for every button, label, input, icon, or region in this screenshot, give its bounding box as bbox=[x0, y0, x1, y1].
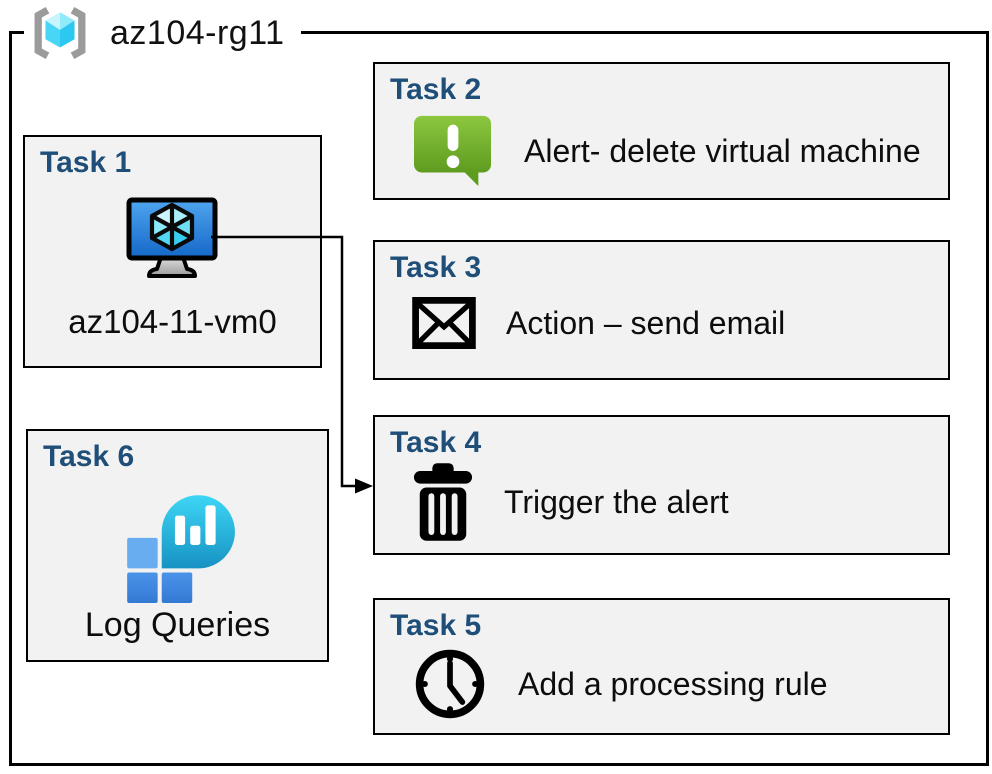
task4-title: Task 4 bbox=[390, 426, 482, 459]
task6-box: Task 6 Log Queries bbox=[26, 429, 329, 662]
task6-label: Log Queries bbox=[84, 606, 271, 644]
task3-box: Task 3 Action – send email bbox=[373, 240, 950, 380]
resource-group-icon bbox=[26, 6, 94, 60]
task6-title: Task 6 bbox=[43, 440, 135, 473]
task2-title: Task 2 bbox=[390, 73, 482, 106]
alert-message-icon bbox=[412, 112, 494, 190]
task5-title: Task 5 bbox=[390, 609, 482, 642]
task3-label: Action – send email bbox=[506, 304, 786, 341]
virtual-machine-icon bbox=[125, 196, 221, 286]
task2-label: Alert- delete virtual machine bbox=[524, 132, 921, 169]
clock-icon bbox=[412, 645, 488, 723]
task1-box: Task 1 bbox=[23, 135, 322, 368]
task4-label: Trigger the alert bbox=[504, 483, 729, 520]
task1-label: az104-11-vm0 bbox=[68, 303, 277, 340]
task3-title: Task 3 bbox=[390, 251, 482, 284]
trash-icon bbox=[412, 463, 474, 541]
resource-group-boundary bbox=[9, 31, 989, 766]
email-envelope-icon bbox=[412, 297, 476, 349]
task5-label: Add a processing rule bbox=[518, 665, 828, 702]
task2-box: Task 2 Alert- delete virtual machine bbox=[373, 62, 950, 200]
task1-title: Task 1 bbox=[40, 146, 132, 179]
resource-group-name: az104-rg11 bbox=[110, 13, 285, 52]
log-analytics-icon bbox=[117, 481, 239, 603]
task4-box: Task 4 Trigger the alert bbox=[373, 415, 950, 555]
task5-box: Task 5 Add a processing rule bbox=[373, 598, 950, 735]
resource-group-header: az104-rg11 bbox=[24, 4, 301, 62]
